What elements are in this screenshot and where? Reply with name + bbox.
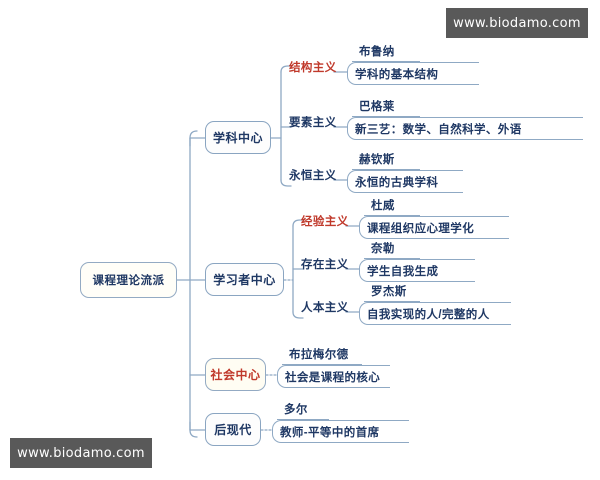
leaf-text: 布拉梅尔德 <box>289 349 349 361</box>
branch-node-subject-centered[interactable]: 学科中心 <box>205 121 271 154</box>
leaf-psychologized-curriculum[interactable]: 课程组织应心理学化 <box>359 216 509 239</box>
leaf-structure-of-discipline[interactable]: 学科的基本结构 <box>347 62 479 85</box>
leaf-self-actualized-person[interactable]: 自我实现的人/完整的人 <box>359 302 511 325</box>
branch-label-postmodern: 后现代 <box>214 423 252 437</box>
subtopic-text: 结构主义 <box>289 62 337 74</box>
leaf-text: 奈勒 <box>371 243 395 255</box>
leaf-text: 杜威 <box>371 200 395 212</box>
subtopic-label-perennialism[interactable]: 永恒主义 <box>289 167 337 183</box>
subtopic-label-structuralism[interactable]: 结构主义 <box>289 59 337 75</box>
branch-node-learner-centered[interactable]: 学习者中心 <box>205 263 284 296</box>
leaf-brameld[interactable]: 布拉梅尔德 <box>282 344 362 365</box>
branch-node-society-centered[interactable]: 社会中心 <box>205 358 266 391</box>
leaf-text: 布鲁纳 <box>359 46 395 58</box>
branch-label-subject-centered: 学科中心 <box>212 131 263 145</box>
watermark-bottom-left: www.biodamo.com <box>10 438 152 468</box>
leaf-text: 罗杰斯 <box>371 286 407 298</box>
leaf-text: 社会是课程的核心 <box>285 371 381 384</box>
leaf-eternal-classics[interactable]: 永恒的古典学科 <box>347 170 463 193</box>
mindmap-root-label: 课程理论流派 <box>92 275 165 287</box>
leaf-new-three-arts[interactable]: 新三艺：数学、自然科学、外语 <box>347 117 583 140</box>
subtopic-label-empiricism[interactable]: 经验主义 <box>301 213 349 229</box>
leaf-kneller[interactable]: 奈勒 <box>364 238 420 259</box>
leaf-text: 赫钦斯 <box>359 154 395 166</box>
subtopic-text: 人本主义 <box>301 302 349 314</box>
leaf-text: 学生自我生成 <box>367 265 439 278</box>
subtopic-text: 经验主义 <box>301 216 349 228</box>
leaf-doll[interactable]: 多尔 <box>277 399 329 420</box>
leaf-text: 永恒的古典学科 <box>355 176 439 189</box>
leaf-teacher-first-among-equals[interactable]: 教师-平等中的首席 <box>272 420 409 443</box>
leaf-bruner[interactable]: 布鲁纳 <box>352 41 420 62</box>
watermark-text: www.biodamo.com <box>17 445 145 461</box>
branch-node-postmodern[interactable]: 后现代 <box>205 413 261 446</box>
leaf-text: 多尔 <box>284 404 308 416</box>
leaf-bagley[interactable]: 巴格莱 <box>352 96 420 117</box>
leaf-text: 课程组织应心理学化 <box>367 222 475 235</box>
subtopic-label-essentialism[interactable]: 要素主义 <box>289 114 337 130</box>
leaf-hutchins[interactable]: 赫钦斯 <box>352 149 420 170</box>
subtopic-text: 要素主义 <box>289 117 337 129</box>
leaf-society-is-core[interactable]: 社会是课程的核心 <box>277 365 390 388</box>
branch-label-society-centered: 社会中心 <box>210 368 261 382</box>
leaf-text: 学科的基本结构 <box>355 68 439 81</box>
mindmap-root-node[interactable]: 课程理论流派 <box>80 262 177 298</box>
leaf-text: 新三艺：数学、自然科学、外语 <box>355 123 522 136</box>
leaf-dewey[interactable]: 杜威 <box>364 195 420 216</box>
branch-label-learner-centered: 学习者中心 <box>213 273 276 287</box>
subtopic-label-existentialism[interactable]: 存在主义 <box>301 256 349 272</box>
leaf-text: 教师-平等中的首席 <box>280 426 380 439</box>
leaf-text: 自我实现的人/完整的人 <box>367 308 490 321</box>
watermark-top-right: www.biodamo.com <box>446 8 588 38</box>
watermark-text: www.biodamo.com <box>453 15 581 31</box>
leaf-student-self-generation[interactable]: 学生自我生成 <box>359 259 475 282</box>
leaf-rogers[interactable]: 罗杰斯 <box>364 281 420 302</box>
subtopic-text: 存在主义 <box>301 259 349 271</box>
subtopic-label-humanism[interactable]: 人本主义 <box>301 299 349 315</box>
leaf-text: 巴格莱 <box>359 101 395 113</box>
subtopic-text: 永恒主义 <box>289 170 337 182</box>
